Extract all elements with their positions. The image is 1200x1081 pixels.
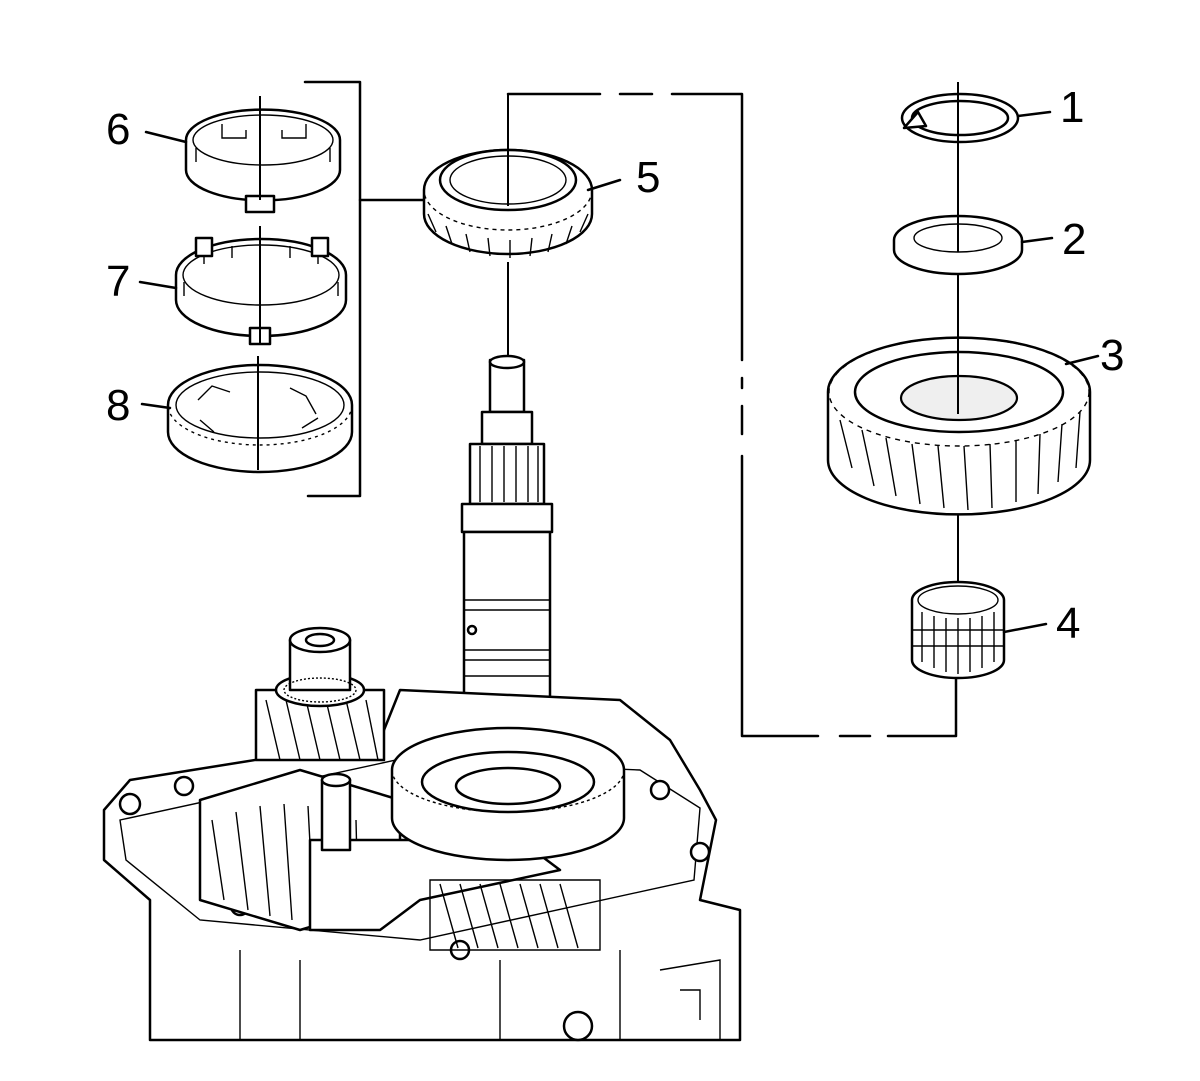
part-6-blocker-ring	[184, 96, 342, 214]
callout-1: 1	[1060, 83, 1084, 132]
callout-4: 4	[1056, 599, 1080, 648]
part-1-snap-ring	[900, 82, 1020, 144]
callout-8: 8	[106, 381, 130, 430]
callout-6: 6	[106, 105, 130, 154]
callout-labels: 1 2 3 4 5 6 7 8	[106, 83, 1124, 648]
part-2-thrust-washer	[892, 210, 1024, 276]
leader-lines	[138, 110, 1100, 634]
part-7-synchronizer-cone	[174, 226, 348, 346]
synchronizer-bracket	[303, 80, 427, 498]
dashed-assembly-connector	[506, 92, 958, 738]
part-8-synchronizer-ring	[166, 356, 354, 474]
callout-5: 5	[636, 153, 660, 202]
shift-fork-and-hub	[308, 726, 626, 951]
part-5-gear-ring	[422, 94, 594, 358]
callout-2: 2	[1062, 215, 1086, 264]
callout-7: 7	[106, 257, 130, 306]
part-4-needle-bearing	[910, 580, 1006, 680]
part-3-helical-gear	[826, 282, 1092, 600]
callout-3: 3	[1100, 331, 1124, 380]
